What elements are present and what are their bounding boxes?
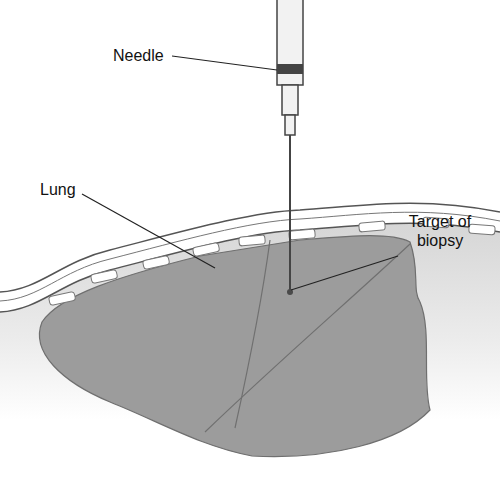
lung-outline <box>39 236 430 457</box>
lung-fissure <box>205 244 410 432</box>
leader-line <box>291 256 398 290</box>
rib <box>469 224 496 235</box>
needle-shaft <box>289 134 291 292</box>
needle-barrel <box>277 0 303 85</box>
rib <box>289 229 316 240</box>
rib <box>90 269 117 283</box>
leader-line <box>172 56 277 70</box>
rib <box>192 242 219 256</box>
needle-band <box>277 64 303 74</box>
rib <box>359 221 386 232</box>
part-label: Needle <box>113 46 164 65</box>
rib-group <box>48 217 495 305</box>
rib <box>142 255 169 269</box>
needle-hub <box>282 85 298 115</box>
rib <box>239 235 266 246</box>
lung-fissure <box>235 240 270 428</box>
part-label: Lung <box>40 180 76 199</box>
leader-line <box>82 194 215 268</box>
part-label: Target of biopsy <box>394 212 486 250</box>
needle-tip-hub <box>285 115 295 135</box>
rib <box>48 291 75 305</box>
